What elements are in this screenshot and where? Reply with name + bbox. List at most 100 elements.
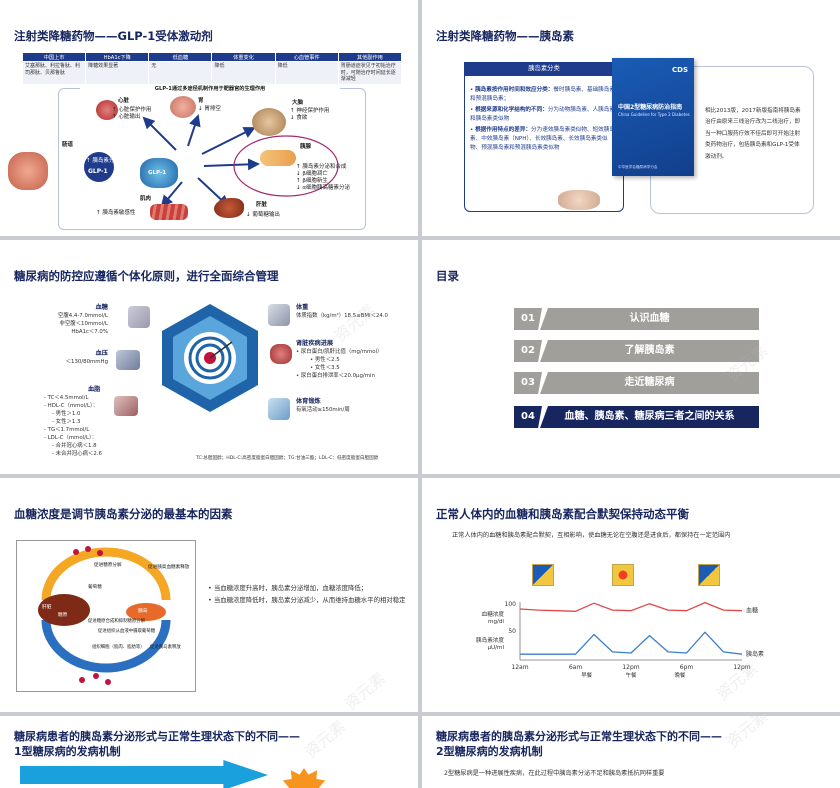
- slide-type1[interactable]: 糖尿病患者的胰岛素分泌形式与正常生理状态下的不同—— 1型糖尿病的发病机制 资元…: [0, 716, 418, 788]
- liver-name: 肝脏: [256, 202, 268, 208]
- series-label: 胰岛素: [746, 650, 764, 658]
- toc-item-4[interactable]: 血糖、胰岛素、糖尿病三者之间的关系 04: [514, 406, 759, 428]
- insulin-axis-label: 胰岛素浓度: [476, 636, 504, 644]
- bp-target: 血压 ＜130/80mmHg: [65, 350, 108, 365]
- slide-title: 注射类降糖药物——胰岛素: [436, 29, 574, 43]
- table-header: 其他副作用: [337, 52, 403, 62]
- meal-label: 晚餐: [674, 671, 685, 679]
- insulin-class-panel: [464, 62, 624, 212]
- toc-item-2[interactable]: 了解胰岛素 02: [514, 340, 759, 362]
- slide-body: 2型糖尿病是一种进展性疾病，在此过程中胰岛素分泌不足和胰岛素抵抗同样重要: [444, 770, 665, 777]
- watermark: 资元素: [300, 716, 350, 762]
- slide-title: 糖尿病患者的胰岛素分泌形式与正常生理状态下的不同——: [436, 730, 722, 743]
- cycle-label: 促进胰岛素释放: [150, 645, 181, 650]
- meal-label: 午餐: [626, 671, 637, 679]
- slide-title: 糖尿病患者的胰岛素分泌形式与正常生理状态下的不同——: [14, 730, 300, 743]
- table-header: HbA1c下降: [85, 52, 150, 62]
- y-tick-label: 100: [505, 601, 517, 608]
- regulation-points: • 当血糖浓度升高时，胰岛素分泌增加，血糖浓度降低； • 当血糖浓度降低时，胰岛…: [208, 582, 408, 606]
- heart-name: 心脏: [118, 98, 130, 104]
- weight-target: 体重 体质指数（kg/m²）18.5≤BMI＜24.0: [296, 304, 388, 319]
- table-cell: 胃肠道症状见于初始治疗时，可随治疗时间延长逐渐减轻: [337, 61, 403, 85]
- toc-item-1[interactable]: 认识血糖 01: [514, 308, 759, 330]
- x-tick-label: 12am: [511, 664, 528, 671]
- meal-label: 早餐: [581, 671, 592, 679]
- center-label: GLP-1: [88, 168, 108, 175]
- slide-title: 血糖浓度是调节胰岛素分泌的最基本的因素: [14, 507, 233, 521]
- diagram-title: GLP-1通过多途径机制作用于靶器官的生理作用: [80, 85, 340, 92]
- footnote: TC:总胆固醇；HDL-C:高密度脂蛋白胆固醇；TG:甘油三酯；LDL-C：低密…: [196, 456, 379, 461]
- slide-management[interactable]: 糖尿病的防控应遵循个体化原则，进行全面综合管理 血糖 空腹4.4-7.0mmol…: [0, 240, 418, 474]
- kidney-icon: [270, 344, 292, 364]
- slide-insulin[interactable]: 注射类降糖药物——胰岛素 相比2013版，2017新版指南将胰岛素治疗由原来三线…: [422, 0, 840, 236]
- exercise-target: 体育锻炼 有氧活动≥150min/周: [296, 398, 350, 413]
- slide-glucose-regulation[interactable]: 血糖浓度是调节胰岛素分泌的最基本的因素 促进糖原分解 促进胰高血糖素释放 胰岛 …: [0, 478, 418, 712]
- slide-subtitle: 正常人体内的血糖和胰岛素配合默契，互相影响，使血糖无论在空腹还是进食后，都保持在…: [452, 532, 731, 539]
- table-cell: 降低: [211, 61, 276, 85]
- lipid-test-icon: [114, 396, 138, 416]
- series-line-glucose: [519, 601, 743, 612]
- book-title: 中国2型糖尿病防治指南: [618, 104, 683, 111]
- glucose-axis-label: mg/dl: [488, 619, 504, 625]
- table-header: 体重变化: [211, 52, 276, 62]
- glucose-target: 血糖 空腹4.4-7.0mmol/L 非空腹＜10mmol/L HbA1c＜7.…: [58, 304, 108, 335]
- pancreas-effect: ↓ α细胞胰高糖素分泌: [296, 185, 350, 191]
- guideline-text: 相比2013版，2017新版指南将胰岛素治疗由原来三线治疗改为二线治疗，即当一种…: [705, 108, 801, 160]
- x-tick-label: 12pm: [733, 664, 750, 671]
- slide-dynamic-balance[interactable]: 正常人体内的血糖和胰岛素配合默契保持动态平衡 正常人体内的血糖和胰岛素配合默契，…: [422, 478, 840, 712]
- cycle-label: 组织细胞（肌肉、脂肪等）: [92, 645, 145, 650]
- slide-toc[interactable]: 目录 认识血糖 01 了解胰岛素 02 走近糖尿病 03 血糖、胰岛素、糖尿病三…: [422, 240, 840, 474]
- bp-monitor-icon: [116, 350, 140, 370]
- cycle-label: 肝脏: [42, 605, 52, 610]
- target-hexagon-icon: [162, 304, 258, 412]
- stomach-effect: ↓ 胃排空: [198, 106, 221, 112]
- cycle-label: 促进胰高血糖素释放: [148, 565, 190, 570]
- hand-injection-icon: [558, 190, 600, 210]
- lunch-icon: [612, 564, 634, 586]
- toc-item-3[interactable]: 走近糖尿病 03: [514, 372, 759, 394]
- runner-icon: [268, 398, 290, 420]
- pancreas-name: 胰腺: [300, 144, 312, 150]
- muscle-icon: [150, 204, 188, 220]
- slide-type2[interactable]: 糖尿病患者的胰岛素分泌形式与正常生理状态下的不同—— 2型糖尿病的发病机制 2型…: [422, 716, 840, 788]
- slide-glp1[interactable]: 注射类降糖药物——GLP-1受体激动剂 中国上市 HbA1c下降 低血糖 体重变…: [0, 0, 418, 236]
- watermark: 资元素: [340, 668, 390, 712]
- insulin-class-list: • 胰岛素按作用时间和效应分类：餐时胰岛素、基础胰岛素和预混胰岛素； • 根据来…: [470, 86, 618, 155]
- table-cell: 降低: [274, 61, 339, 85]
- table-cell: 艾塞那肽、利拉鲁肽、利司那肽、贝那鲁肽: [21, 61, 87, 85]
- cycle-label: 葡萄糖: [88, 585, 102, 590]
- book-logo: CDS: [672, 66, 688, 74]
- stomach-name: 胃: [198, 98, 204, 104]
- toc-number: 04: [514, 406, 542, 428]
- brain-effect: ↓ 食欲: [290, 115, 308, 121]
- list-item: • 当血糖浓度降低时，胰岛素分泌减少，从而维持血糖水平的相对稳定: [208, 596, 406, 604]
- slide-title: 目录: [436, 269, 459, 283]
- watermark: 资元素: [722, 716, 772, 752]
- slide-subtitle: 1型糖尿病的发病机制: [14, 745, 121, 758]
- muscle-name: 肌肉: [140, 196, 152, 202]
- slide-title: 正常人体内的血糖和胰岛素配合默契保持动态平衡: [436, 507, 689, 521]
- gut-icon: [8, 152, 48, 190]
- pancreas-effect: ↓ β细胞凋亡: [296, 171, 328, 177]
- stomach-icon: [170, 96, 196, 118]
- table-header: 心血管事件: [274, 52, 339, 62]
- list-item: • 当血糖浓度升高时，胰岛素分泌增加，血糖浓度降低；: [208, 584, 368, 592]
- glucose-meter-icon: [128, 306, 150, 328]
- muscle-effect: ↑ 胰岛素敏感性: [96, 210, 136, 216]
- book-footer: 中华医学会糖尿病学分会: [618, 165, 658, 169]
- list-item: • 根据作用特点的差异：分为速效胰岛素类似物、短效胰岛素、中效胰岛素（NPH）、…: [470, 126, 615, 152]
- pancreas-effect: ↑ 胰岛素分泌和合成: [296, 164, 347, 170]
- toc-label: 血糖、胰岛素、糖尿病三者之间的关系: [540, 406, 759, 428]
- dinner-icon: [698, 564, 720, 586]
- heart-effect: ↑ 心脏输出: [112, 114, 141, 120]
- cycle-label: 糖原: [58, 613, 68, 618]
- liver-effect: ↓ 葡萄糖输出: [246, 212, 280, 218]
- regulation-cycle-icon: [38, 546, 171, 685]
- panel-title: 胰岛素分类: [464, 62, 624, 76]
- breakfast-icon: [532, 564, 554, 586]
- liver-icon: [214, 198, 244, 218]
- toc-label: 认识血糖: [540, 308, 759, 330]
- x-tick-label: 6pm: [680, 664, 694, 671]
- scale-icon: [268, 304, 290, 326]
